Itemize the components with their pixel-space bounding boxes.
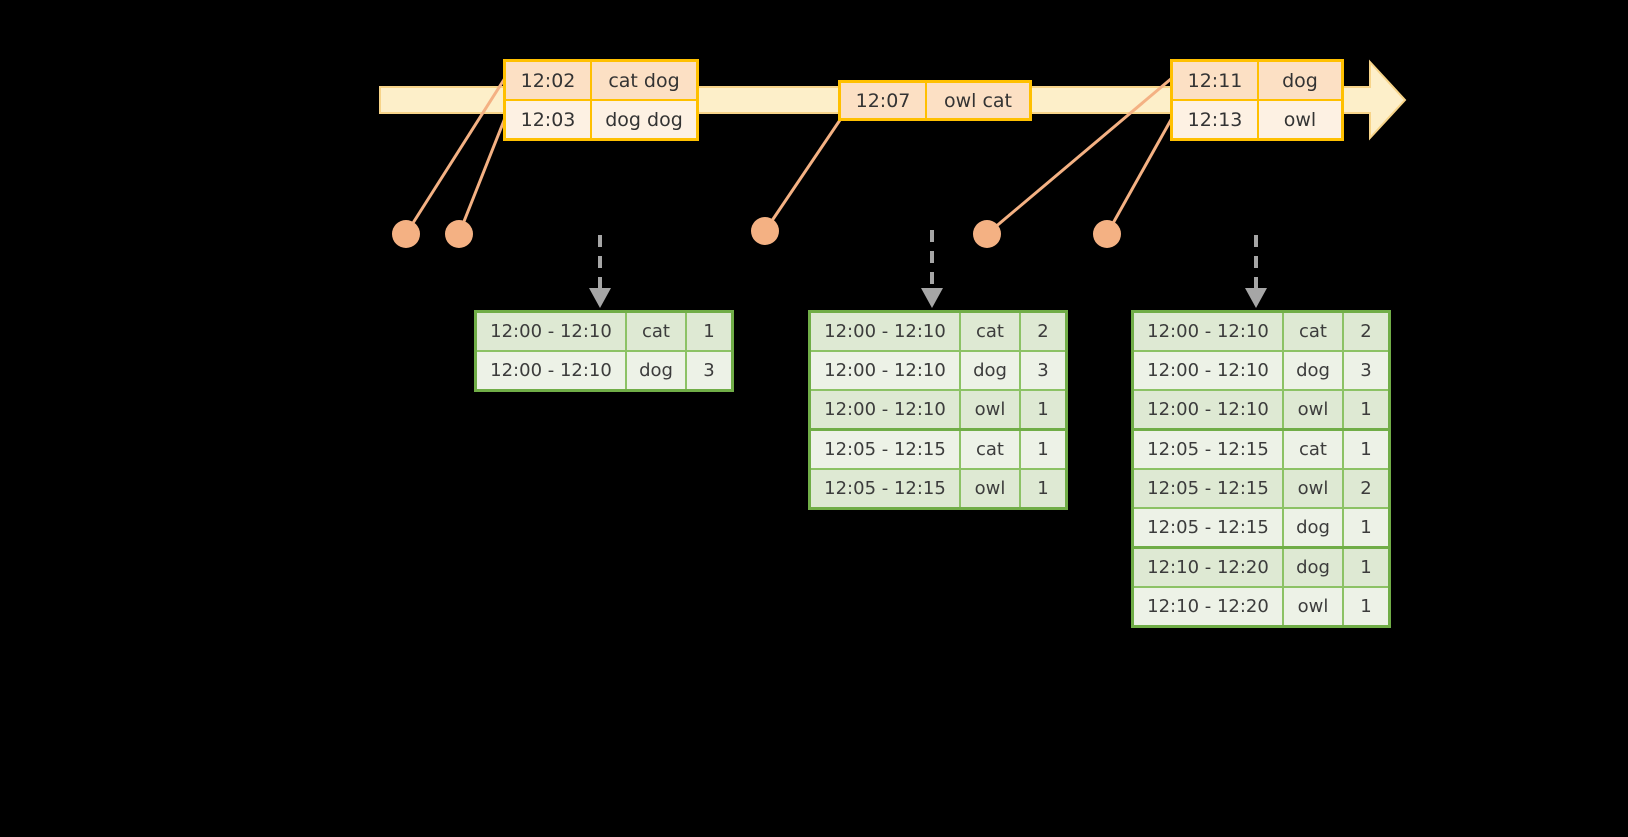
connector-1202 [404, 77, 507, 235]
cell-window: 12:00 - 12:10 [477, 313, 627, 350]
connector-1213 [1105, 117, 1174, 235]
cell-count: 1 [1021, 391, 1065, 428]
cell-window: 12:00 - 12:10 [477, 352, 627, 389]
cell-count: 1 [1344, 391, 1388, 428]
cell-word: owl [1284, 588, 1344, 625]
event-time: 12:11 [1173, 62, 1259, 99]
connector-1203 [457, 117, 507, 235]
cell-window: 12:00 - 12:10 [1134, 391, 1284, 428]
event-dot-1207 [751, 217, 779, 245]
cell-count: 3 [1021, 352, 1065, 389]
cell-window: 12:10 - 12:20 [1134, 549, 1284, 586]
event-row: 12:03 dog dog [506, 99, 696, 138]
cell-window: 12:05 - 12:15 [811, 431, 961, 468]
cell-window: 12:00 - 12:10 [1134, 352, 1284, 389]
event-dot-1202 [392, 220, 420, 248]
flow-arrow-head-3 [1245, 288, 1267, 308]
cell-word: cat [961, 313, 1021, 350]
cell-count: 1 [1344, 509, 1388, 546]
cell-word: cat [1284, 431, 1344, 468]
flow-arrow-head-1 [589, 288, 611, 308]
cell-word: owl [1284, 470, 1344, 507]
cell-word: owl [961, 470, 1021, 507]
event-words: owl [1259, 101, 1341, 138]
cell-count: 3 [687, 352, 731, 389]
event-dot-1203 [445, 220, 473, 248]
cell-count: 1 [1344, 588, 1388, 625]
event-words: dog dog [592, 101, 696, 138]
cell-count: 1 [1344, 431, 1388, 468]
cell-word: cat [1284, 313, 1344, 350]
cell-word: owl [961, 391, 1021, 428]
cell-count: 1 [687, 313, 731, 350]
flow-arrows [589, 230, 1267, 308]
event-time: 12:07 [841, 83, 927, 118]
cell-word: dog [1284, 352, 1344, 389]
event-card-2[interactable]: 12:07 owl cat [838, 80, 1032, 121]
cell-window: 12:05 - 12:15 [1134, 509, 1284, 546]
event-row: 12:02 cat dog [506, 62, 696, 99]
cell-window: 12:00 - 12:10 [811, 352, 961, 389]
cell-word: dog [627, 352, 687, 389]
cell-window: 12:00 - 12:10 [811, 391, 961, 428]
event-dots [392, 217, 1121, 248]
cell-word: dog [1284, 549, 1344, 586]
cell-window: 12:05 - 12:15 [1134, 431, 1284, 468]
cell-window: 12:10 - 12:20 [1134, 588, 1284, 625]
event-time: 12:03 [506, 101, 592, 138]
event-words: owl cat [927, 83, 1029, 118]
cell-word: dog [961, 352, 1021, 389]
cell-count: 2 [1021, 313, 1065, 350]
cell-window: 12:00 - 12:10 [811, 313, 961, 350]
event-row: 12:11 dog [1173, 62, 1341, 99]
cell-count: 1 [1021, 431, 1065, 468]
event-words: dog [1259, 62, 1341, 99]
cell-count: 2 [1344, 313, 1388, 350]
cell-window: 12:05 - 12:15 [1134, 470, 1284, 507]
event-words: cat dog [592, 62, 696, 99]
cell-count: 3 [1344, 352, 1388, 389]
event-dot-1213 [1093, 220, 1121, 248]
cell-word: cat [961, 431, 1021, 468]
event-time: 12:13 [1173, 101, 1259, 138]
cell-count: 1 [1344, 549, 1388, 586]
connector-1207 [763, 119, 842, 232]
event-card-1[interactable]: 12:02 cat dog 12:03 dog dog [503, 59, 699, 141]
cell-window: 12:05 - 12:15 [811, 470, 961, 507]
cell-word: cat [627, 313, 687, 350]
event-time: 12:02 [506, 62, 592, 99]
flow-arrow-head-2 [921, 288, 943, 308]
event-card-3[interactable]: 12:11 dog 12:13 owl [1170, 59, 1344, 141]
cell-count: 1 [1021, 470, 1065, 507]
event-row: 12:13 owl [1173, 99, 1341, 138]
event-dot-1211 [973, 220, 1001, 248]
cell-count: 2 [1344, 470, 1388, 507]
cell-word: dog [1284, 509, 1344, 546]
event-row: 12:07 owl cat [841, 83, 1029, 118]
cell-window: 12:00 - 12:10 [1134, 313, 1284, 350]
cell-word: owl [1284, 391, 1344, 428]
